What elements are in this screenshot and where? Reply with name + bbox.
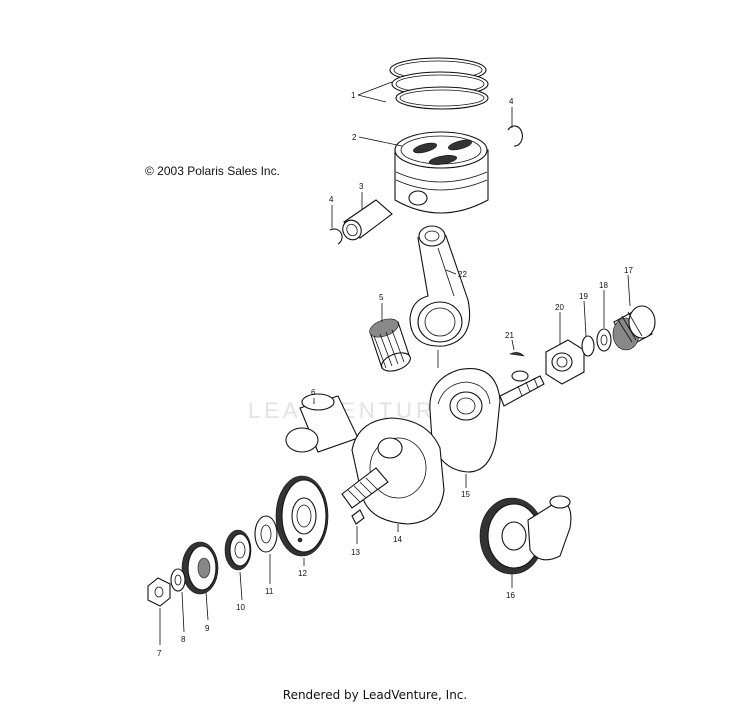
callout-6: 6 (311, 388, 316, 397)
callout-22: 22 (458, 270, 467, 279)
callout-19: 19 (579, 292, 588, 301)
spacer-18 (596, 328, 612, 352)
needle-bearing-5 (369, 318, 411, 372)
bearing-17 (612, 305, 656, 351)
crankshaft-half-15 (429, 368, 545, 473)
nut-7 (147, 577, 171, 607)
nut-20 (545, 339, 585, 385)
balance-shaft-16 (479, 495, 572, 575)
crankshaft-half-14 (341, 417, 445, 525)
callout-4b: 4 (329, 195, 334, 204)
callout-2: 2 (352, 133, 357, 142)
callout-3: 3 (359, 182, 364, 191)
gear-9 (181, 541, 219, 595)
dowel-pin (351, 509, 365, 525)
callout-15: 15 (461, 490, 470, 499)
callout-11: 11 (265, 587, 274, 596)
callout-16: 16 (506, 591, 515, 600)
gear-12 (275, 475, 329, 557)
callout-17: 17 (624, 266, 633, 275)
circlip-left (329, 228, 343, 245)
callout-20: 20 (555, 303, 564, 312)
footer-credit: Rendered by LeadVenture, Inc. (282, 688, 468, 702)
crank-pin (285, 393, 359, 453)
callout-12: 12 (298, 569, 307, 578)
callout-1: 1 (351, 91, 356, 100)
piston (394, 131, 489, 214)
callout-7: 7 (157, 649, 162, 658)
gear-10 (224, 529, 252, 571)
piston-rings (389, 57, 489, 110)
callout-labels: 1 2 3 4 4 5 6 7 8 9 10 11 12 13 14 15 16… (157, 91, 633, 658)
callout-5: 5 (379, 293, 384, 302)
circlip-right (507, 125, 523, 147)
callout-8: 8 (181, 635, 186, 644)
callout-10: 10 (236, 603, 245, 612)
callout-21: 21 (505, 331, 514, 340)
connecting-rod (409, 225, 471, 347)
callout-13: 13 (351, 548, 360, 557)
leader-lines (159, 81, 631, 645)
callout-4a: 4 (509, 97, 514, 106)
copyright-text: © 2003 Polaris Sales Inc. (145, 164, 280, 178)
callout-14: 14 (393, 535, 402, 544)
callout-18: 18 (599, 281, 608, 290)
piston-pin (342, 199, 393, 241)
washer-19 (581, 335, 595, 357)
washer-8 (170, 568, 186, 592)
woodruff-key (509, 352, 525, 357)
callout-9: 9 (205, 624, 210, 633)
washer-11 (254, 515, 278, 553)
